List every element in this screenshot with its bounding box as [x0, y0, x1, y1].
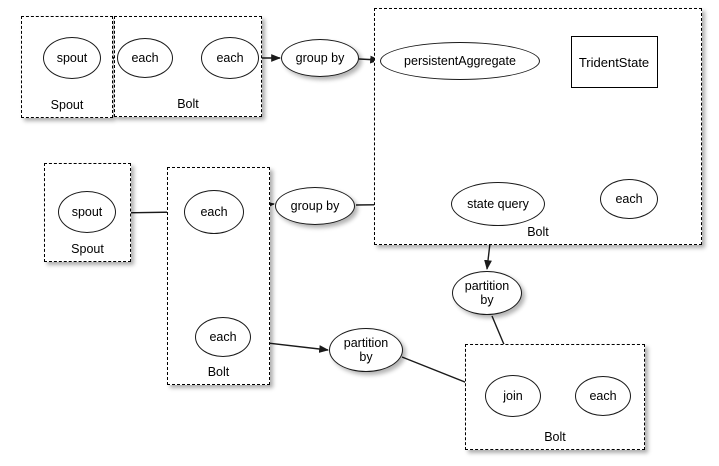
node-label: each: [216, 51, 244, 65]
node-label: state query: [467, 197, 529, 211]
node-group-by-1[interactable]: group by: [281, 39, 359, 77]
node-each-2[interactable]: each: [201, 37, 259, 79]
node-state-query[interactable]: state query: [451, 182, 545, 226]
node-label: each: [131, 51, 159, 65]
node-label: join: [503, 389, 523, 403]
group-label: Bolt: [544, 430, 566, 444]
node-each-4[interactable]: each: [600, 179, 658, 219]
node-each-3[interactable]: each: [184, 190, 244, 234]
node-persistent-aggregate[interactable]: persistentAggregate: [380, 42, 540, 80]
group-label: Bolt: [527, 225, 549, 239]
node-group-by-2[interactable]: group by: [275, 187, 355, 225]
node-each-1[interactable]: each: [117, 38, 173, 78]
node-trident-state[interactable]: TridentState: [570, 36, 658, 88]
node-label: spout: [71, 205, 103, 219]
group-label: Spout: [71, 242, 104, 256]
node-label: persistentAggregate: [404, 54, 516, 68]
node-label: each: [615, 192, 643, 206]
node-spout-2[interactable]: spout: [58, 191, 116, 233]
node-label: each: [209, 330, 237, 344]
group-label: Bolt: [177, 97, 199, 111]
node-each-5[interactable]: each: [195, 317, 251, 357]
group-label: Bolt: [207, 365, 230, 379]
node-join[interactable]: join: [485, 375, 541, 417]
node-label: spout: [56, 51, 88, 65]
node-label: group by: [290, 199, 340, 213]
node-label: each: [200, 205, 228, 219]
node-label: group by: [295, 51, 345, 65]
group-label: Spout: [50, 98, 84, 112]
node-each-6[interactable]: each: [575, 376, 631, 416]
node-spout-1[interactable]: spout: [43, 37, 101, 79]
node-label: each: [589, 389, 617, 403]
node-label: TridentState: [578, 54, 650, 70]
